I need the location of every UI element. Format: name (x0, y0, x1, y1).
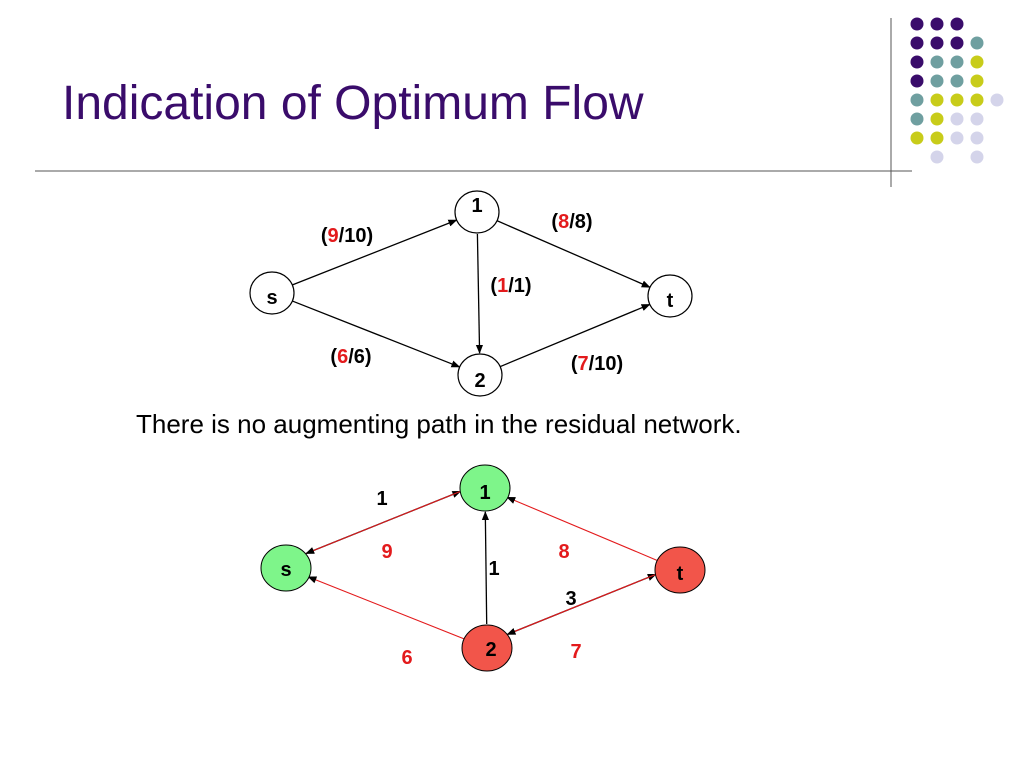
flow-label-paren-close: ) (616, 353, 623, 375)
flow-node-1 (454, 190, 500, 234)
decor-dot (930, 74, 944, 88)
flow-label-2-t: (7/10) (571, 353, 623, 375)
decor-dot (970, 55, 984, 69)
residual-node-1 (459, 464, 511, 512)
dot-grid (910, 17, 1004, 164)
residual-node-label-1: 1 (479, 482, 490, 504)
capacity-value: 8 (575, 211, 586, 233)
flow-label-paren-close: ) (366, 225, 373, 247)
residual-label-1-s: 9 (381, 541, 392, 563)
residual-label-2-s: 6 (401, 647, 412, 669)
decor-dot (930, 131, 944, 145)
residual-node-label-t: t (677, 563, 684, 585)
flow-edge-1-2 (475, 233, 484, 354)
flow-edge-s-2 (292, 300, 461, 368)
flow-label-1-t: (8/8) (551, 211, 592, 233)
residual-label-s-1: 1 (376, 488, 387, 510)
residual-node-t (654, 546, 706, 594)
flow-label-slash: / (589, 353, 595, 375)
flow-label-paren-open: ( (551, 211, 558, 233)
flow-label-paren-open: ( (321, 225, 328, 247)
flow-edge-1-t (496, 220, 651, 288)
flow-node-t (647, 274, 693, 318)
decor-dot (910, 131, 924, 145)
capacity-value: 1 (514, 275, 525, 297)
flow-label-slash: / (339, 225, 345, 247)
flow-node-label-1: 1 (471, 195, 482, 217)
flow-label-slash: / (348, 346, 354, 368)
residual-edge-2-s (307, 576, 465, 640)
decor-dot (930, 150, 944, 164)
flow-label-s-1: (9/10) (321, 225, 373, 247)
residual-node-label-2: 2 (485, 639, 496, 661)
flow-node-label-s: s (266, 287, 277, 309)
decor-dot (950, 36, 964, 50)
flow-label-paren-close: ) (586, 211, 593, 233)
residual-edge-1-s (305, 490, 461, 554)
residual-edge-2-1 (481, 511, 490, 625)
flow-value: 7 (578, 353, 589, 375)
flow-label-slash: / (569, 211, 575, 233)
decor-dot (950, 17, 964, 31)
decor-dot (950, 112, 964, 126)
flow-node-label-2: 2 (474, 370, 485, 392)
residual-node-label-s: s (280, 559, 291, 581)
decor-dot (910, 112, 924, 126)
slide-decoration (35, 17, 1004, 187)
decor-dot (990, 93, 1004, 107)
residual-caption: There is no augmenting path in the resid… (136, 409, 742, 439)
residual-edge-t-2 (506, 573, 657, 635)
decor-dot (950, 74, 964, 88)
flow-label-paren-open: ( (330, 346, 337, 368)
flow-label-paren-close: ) (525, 275, 532, 297)
decor-dot (970, 112, 984, 126)
decor-dot (930, 55, 944, 69)
decor-dot (970, 74, 984, 88)
decor-dot (930, 112, 944, 126)
flow-edge-s-1 (292, 219, 458, 286)
flow-node-s (249, 271, 295, 315)
residual-label-2-t: 3 (565, 588, 576, 610)
flow-label-paren-open: ( (571, 353, 578, 375)
flow-label-paren-open: ( (490, 275, 497, 297)
flow-value: 8 (558, 211, 569, 233)
decor-dot (970, 131, 984, 145)
decor-dot (910, 36, 924, 50)
flow-label-1-2: (1/1) (490, 275, 531, 297)
residual-label-2-1: 1 (488, 558, 499, 580)
residual-label-t-1: 8 (558, 541, 569, 563)
slide-title: Indication of Optimum Flow (62, 77, 644, 130)
decor-dot (970, 93, 984, 107)
flow-node-label-t: t (667, 290, 674, 312)
decor-dot (910, 55, 924, 69)
decor-dot (950, 131, 964, 145)
flow-value: 6 (337, 346, 348, 368)
capacity-value: 6 (354, 346, 365, 368)
decor-dot (950, 93, 964, 107)
decor-dot (930, 17, 944, 31)
residual-node-s (260, 544, 312, 592)
flow-value: 9 (328, 225, 339, 247)
flow-label-paren-close: ) (365, 346, 372, 368)
decor-dot (910, 74, 924, 88)
residual-label-t-2: 7 (570, 641, 581, 663)
decor-dot (970, 36, 984, 50)
flow-value: 1 (497, 275, 508, 297)
decor-dot (910, 93, 924, 107)
flow-edge-2-t (500, 303, 651, 368)
decor-dot (970, 150, 984, 164)
decor-dot (930, 93, 944, 107)
residual-node-2 (461, 624, 513, 672)
residual-edge-t-1 (506, 496, 659, 562)
flow-label-slash: / (508, 275, 514, 297)
flow-node-2 (457, 353, 503, 397)
capacity-value: 10 (594, 353, 616, 375)
decor-dot (930, 36, 944, 50)
capacity-value: 10 (344, 225, 366, 247)
flow-label-s-2: (6/6) (330, 346, 371, 368)
decor-dot (910, 17, 924, 31)
decor-dot (950, 55, 964, 69)
